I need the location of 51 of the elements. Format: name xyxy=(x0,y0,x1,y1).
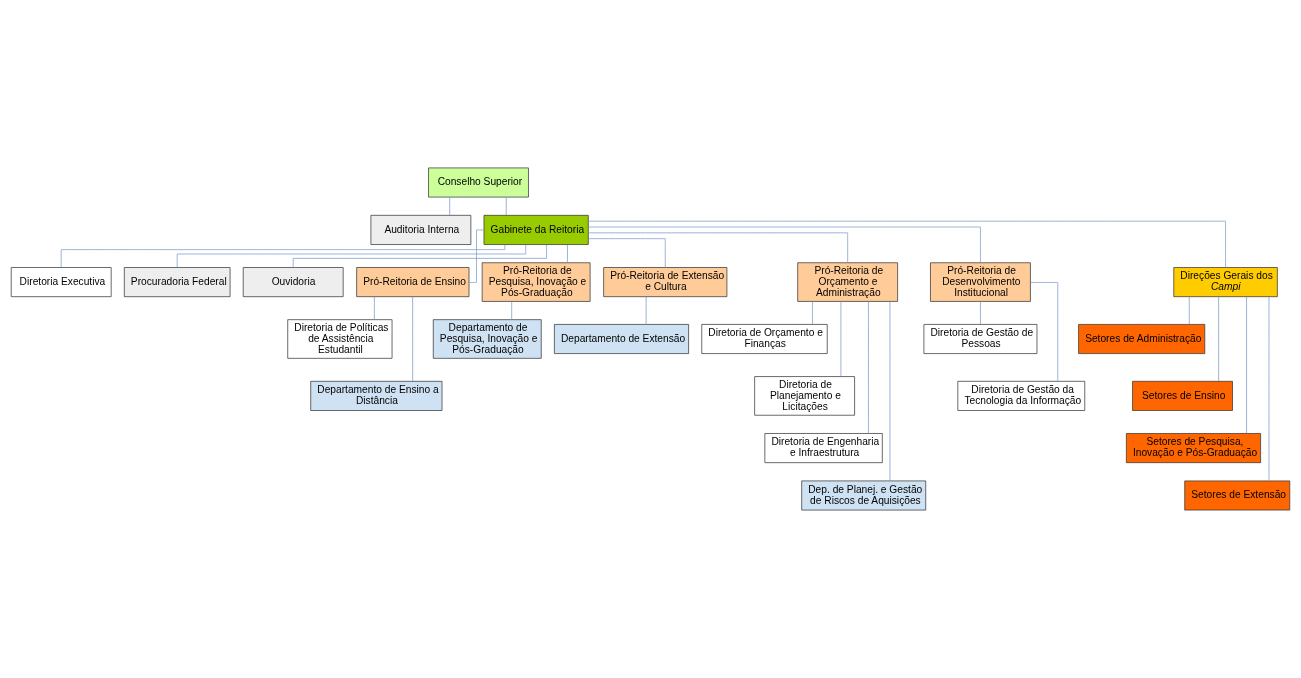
node-box: Diretoria de Engenharia e Infraestrutura xyxy=(764,433,883,464)
connector xyxy=(60,244,506,268)
connector xyxy=(588,226,981,263)
connector xyxy=(1218,296,1219,382)
connector xyxy=(588,238,666,268)
connector xyxy=(374,296,375,320)
connector xyxy=(840,301,842,377)
node-box: Setores de Ensino xyxy=(1132,380,1233,411)
node-box: Departamento de Pesquisa, Inovação e Pós-Graduação xyxy=(432,319,542,359)
connector xyxy=(505,196,507,216)
node-box: Diretoria de Orçamento e Finanças xyxy=(701,324,828,354)
connector xyxy=(449,196,451,216)
node-box: Conselho Superior xyxy=(428,167,529,198)
node-box: Diretoria de Planejamento e Licitações xyxy=(754,376,855,416)
connector xyxy=(588,232,849,263)
connector xyxy=(588,220,1226,268)
connector xyxy=(412,296,414,382)
node-box: Setores de Extensão xyxy=(1184,480,1291,511)
node-box: Pró-Reitoria de Extensão e Cultura xyxy=(603,267,728,298)
node-box: Setores de Pesquisa, Inovação e Pós-Graduação xyxy=(1126,433,1261,464)
node-box: Gabinete da Reitoria xyxy=(483,214,589,245)
connector xyxy=(645,296,647,325)
connector xyxy=(889,301,891,482)
node-box: Pró-Reitoria de Desenvolvimento Institucional xyxy=(930,262,1031,302)
connector xyxy=(1246,296,1247,434)
node-box: Pró-Reitoria de Ensino xyxy=(356,267,470,298)
node-box: Procuradoria Federal xyxy=(123,267,231,298)
connector xyxy=(511,301,513,320)
connector xyxy=(980,301,981,325)
node-box: Diretoria Executiva xyxy=(10,267,112,298)
connector xyxy=(1268,296,1270,482)
node-box: Auditoria Interna xyxy=(370,214,472,245)
node-box: Pró-Reitoria de Pesquisa, Inovação e Pós-Graduação xyxy=(481,262,591,302)
connector xyxy=(468,229,485,283)
node-box: Departamento de Extensão xyxy=(554,324,689,354)
connector xyxy=(567,244,568,264)
node-box: Departamento de Ensino a Distância xyxy=(310,380,443,411)
node-box: Diretoria de Gestão de Pessoas xyxy=(923,324,1038,354)
node-box: Setores de Administração xyxy=(1078,324,1206,354)
connector xyxy=(868,301,869,434)
node-box: Pró-Reitoria de Orçamento e Administração xyxy=(797,262,898,302)
node-box: Dep. de Planej. e Gestão de Riscos de Aquisições xyxy=(801,480,927,511)
connector xyxy=(176,244,527,268)
node-box: Diretoria de Gestão da Tecnologia da Informação xyxy=(957,380,1086,411)
connector xyxy=(812,301,813,325)
node-box: Ouvidoria xyxy=(242,267,344,298)
connector xyxy=(1188,296,1190,325)
connector xyxy=(292,244,547,268)
node-box: Diretoria de Políticas de Assistência Estudantil xyxy=(287,319,393,359)
node-box: Direções Gerais dos Campi xyxy=(1173,267,1278,298)
connector xyxy=(1030,282,1059,382)
